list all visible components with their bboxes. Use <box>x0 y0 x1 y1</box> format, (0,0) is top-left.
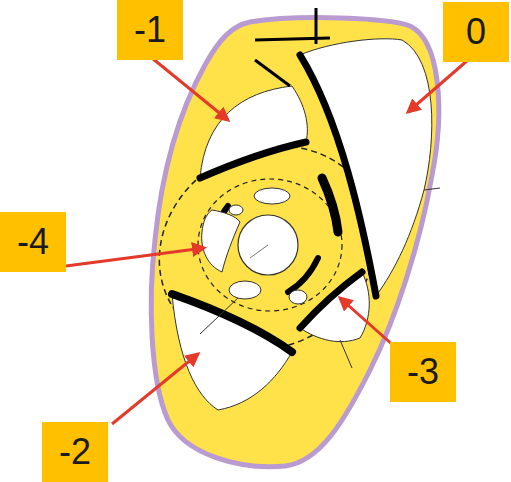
region-minus-2 <box>172 294 292 410</box>
region-minus-4 <box>202 210 240 272</box>
leader-arrows <box>66 58 468 424</box>
callout-box: -2 <box>42 422 108 482</box>
callout-box: -1 <box>117 0 183 60</box>
region-minus-3 <box>300 272 369 342</box>
callout-number: 0 <box>466 14 486 50</box>
callout-number: -3 <box>407 354 439 390</box>
callout-box: -3 <box>390 342 456 402</box>
callout-number: -2 <box>59 434 91 470</box>
callout-number: -1 <box>134 12 166 48</box>
callout-box: -4 <box>0 212 66 272</box>
callout-box: 0 <box>443 2 509 62</box>
callout-number: -4 <box>17 224 49 260</box>
region-minus-1 <box>200 86 307 178</box>
